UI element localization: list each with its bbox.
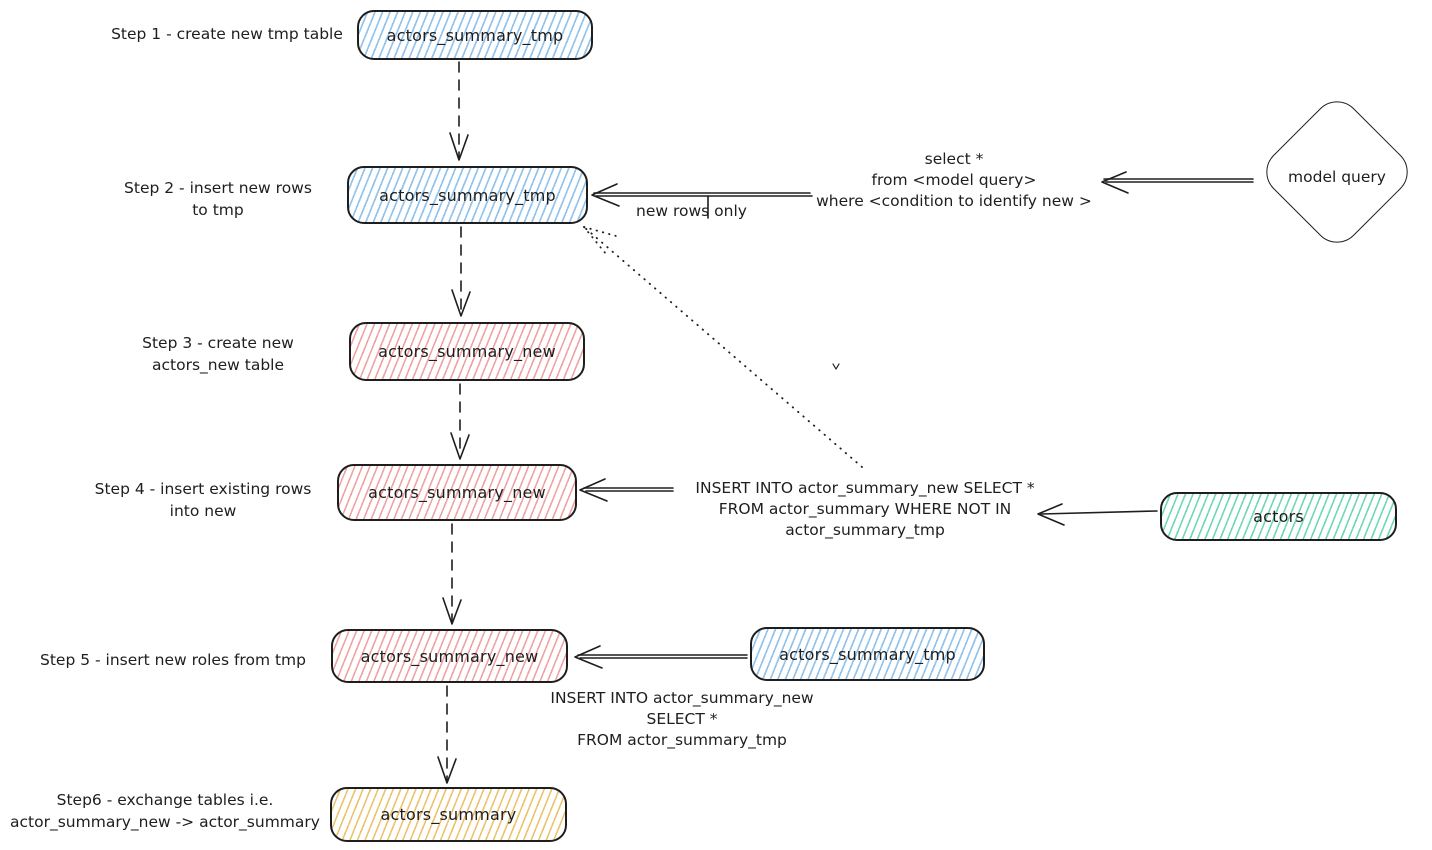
arrow-select-to-step2-shaft: [593, 192, 813, 197]
node-label: actors_summary_tmp: [779, 644, 956, 664]
node-step2-tmp-table: actors_summary_tmp: [347, 166, 588, 224]
node-step3-new-table: actors_summary_new: [349, 322, 585, 381]
dotted-link-arrowhead-b: [583, 226, 607, 255]
node-actors-table: actors: [1160, 492, 1397, 541]
dotted-link-sql4-to-step2: [583, 226, 863, 468]
node-label: actors_summary_tmp: [379, 185, 556, 205]
node-label: actors_summary: [380, 805, 517, 824]
node-step6-summary-table: actors_summary: [330, 787, 567, 842]
node-step1-tmp-table: actors_summary_tmp: [357, 10, 593, 60]
arrowhead-step2-to-step3: [451, 289, 471, 317]
arrowhead-tmp-to-step5: [574, 645, 603, 669]
step3-label: Step 3 - create new actors_new table: [142, 334, 294, 374]
arrowhead-step5-to-step6: [437, 756, 457, 784]
arrowhead-step4-to-step5: [442, 597, 462, 625]
arrow-tmp-to-step5-shaft: [577, 654, 748, 659]
arrowhead-select-to-step2: [591, 183, 620, 207]
arrow-sql4-to-step4-shaft: [583, 487, 674, 492]
step4-sql-text: INSERT INTO actor_summary_new SELECT * F…: [695, 479, 1035, 539]
step5-label: Step 5 - insert new roles from tmp: [40, 651, 306, 669]
step1-label: Step 1 - create new tmp table: [111, 25, 343, 43]
node-model-query-label: model query: [1288, 168, 1386, 186]
arrowhead-step1-to-step2: [449, 132, 469, 161]
arrowhead-diamond-to-select: [1101, 171, 1129, 194]
step4-label: Step 4 - insert existing rows into new: [94, 480, 312, 520]
step2-label: Step 2 - insert new rows to tmp: [124, 179, 312, 219]
arrowhead-sql4-to-step4: [579, 478, 608, 502]
node-label: actors_summary_tmp: [386, 25, 564, 45]
arrowhead-actors-to-sql4: [1037, 503, 1065, 526]
node-step5-new-table: actors_summary_new: [331, 629, 568, 683]
arrow-diamond-to-select-shaft: [1103, 178, 1254, 183]
node-step4-new-table: actors_summary_new: [337, 464, 577, 521]
node-label: actors: [1253, 507, 1304, 526]
stray-mark: [832, 363, 840, 370]
arrowhead-step3-to-step4: [450, 432, 470, 460]
node-label: actors_summary_new: [378, 342, 556, 361]
model-query-sql-text: select * from <model query> where <condi…: [816, 150, 1092, 210]
step6-label: Step6 - exchange tables i.e. actor_summa…: [10, 791, 320, 831]
step5-sql-text: INSERT INTO actor_summary_new SELECT * F…: [550, 689, 814, 749]
node-step5-source-tmp-table: actors_summary_tmp: [750, 627, 985, 681]
arrow-actors-to-sql4-shaft: [1040, 510, 1158, 515]
new-rows-only-label: new rows only: [636, 202, 747, 220]
node-label: actors_summary_new: [368, 483, 546, 502]
node-label: actors_summary_new: [360, 646, 539, 666]
